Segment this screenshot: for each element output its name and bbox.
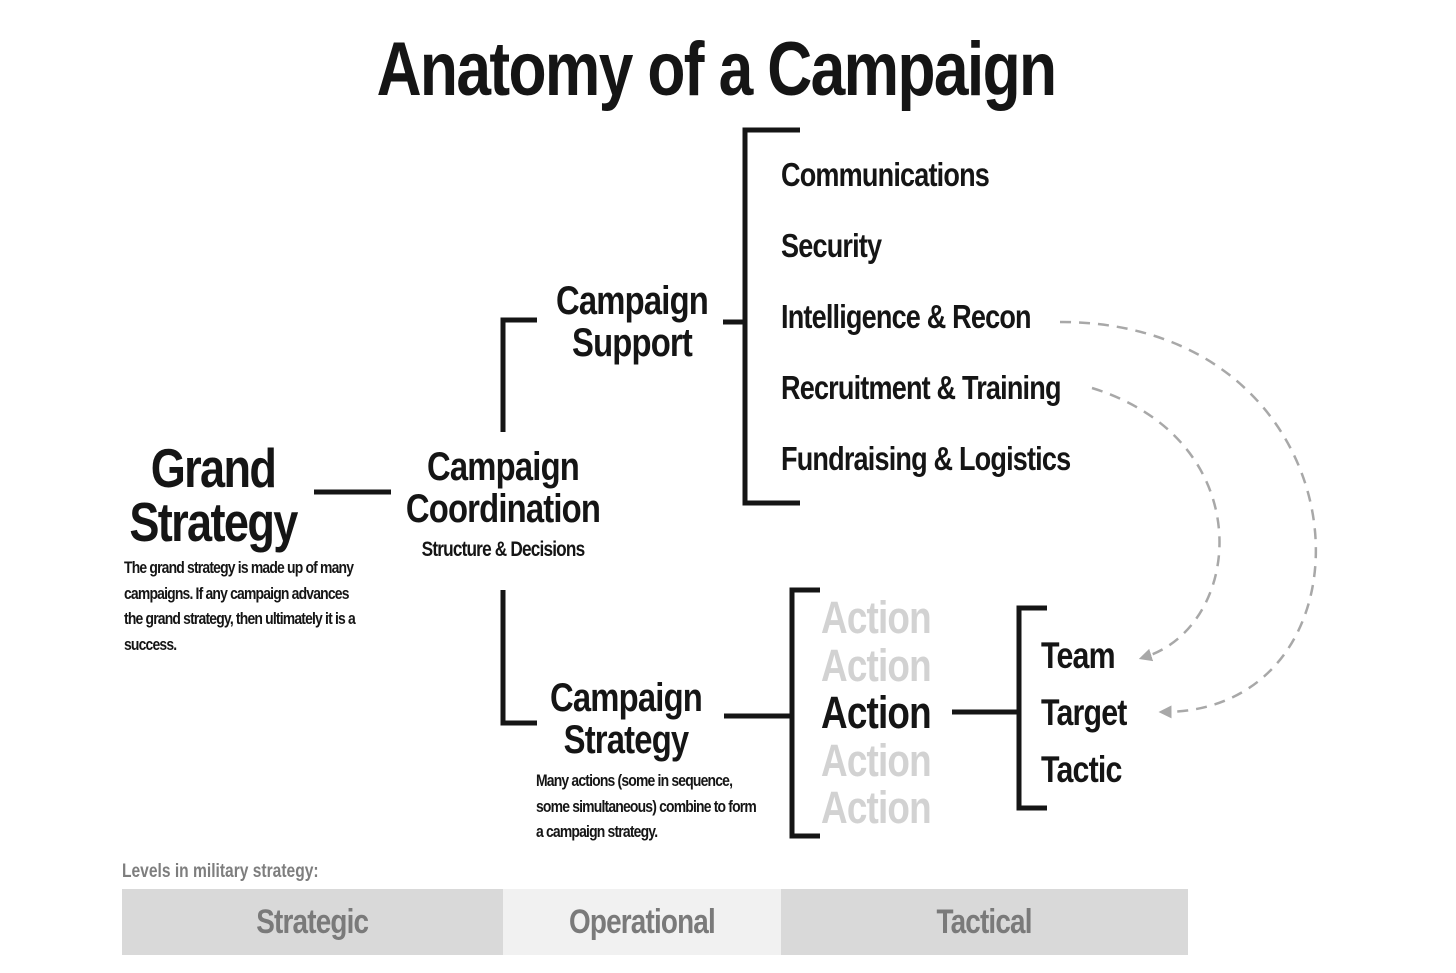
levels-label: Levels in military strategy: xyxy=(122,861,319,882)
grand-strategy-line1: Grand xyxy=(150,437,277,499)
intel-to-target-dashed-arrow xyxy=(1059,320,1318,719)
actions-list: Action Action Action Action Action xyxy=(821,592,932,833)
action-item: Action xyxy=(821,639,932,691)
action-components-list: Team Target Tactic xyxy=(1041,627,1127,798)
components-bracket xyxy=(1016,605,1047,811)
campaign-strategy-description: Many actions (some in sequence, some sim… xyxy=(536,771,757,841)
level-band-strategic: Strategic xyxy=(122,889,503,955)
action-item: Action xyxy=(821,782,932,833)
action-item: Action xyxy=(821,592,932,643)
support-item-communications: Communications xyxy=(781,156,990,193)
campaign-strategy-line2: Strategy xyxy=(563,718,690,762)
support-item-recruitment: Recruitment & Training xyxy=(781,369,1061,406)
support-item-fundraising: Fundraising & Logistics xyxy=(781,440,1071,477)
component-team: Team xyxy=(1041,635,1116,676)
support-item-security: Security xyxy=(781,227,882,264)
campaign-support-line2: Support xyxy=(572,321,693,365)
campaign-support-line1: Campaign xyxy=(556,279,709,323)
campaign-coordination-subtitle: Structure & Decisions xyxy=(421,538,586,561)
component-target: Target xyxy=(1041,692,1127,733)
action-item-active: Action xyxy=(821,687,932,738)
recruitment-to-team-dashed-arrow xyxy=(1091,386,1221,662)
coordination-to-strategy-bracket xyxy=(500,590,537,726)
level-band-tactical: Tactical xyxy=(781,889,1188,955)
campaign-coordination-heading: Campaign Coordination xyxy=(405,445,601,531)
support-item-intelligence: Intelligence & Recon xyxy=(781,298,1032,335)
campaign-support-heading: Campaign Support xyxy=(556,279,709,365)
action-item: Action xyxy=(821,734,932,786)
grand-strategy-line2: Strategy xyxy=(129,491,298,553)
level-band-operational: Operational xyxy=(503,889,781,955)
campaign-coordination-line2: Coordination xyxy=(405,487,601,531)
page-title: Anatomy of a Campaign xyxy=(376,27,1058,112)
grand-strategy-description: The grand strategy is made up of many ca… xyxy=(124,558,356,654)
coordination-to-support-bracket xyxy=(500,317,537,432)
campaign-strategy-line1: Campaign xyxy=(550,676,703,720)
component-tactic: Tactic xyxy=(1041,749,1122,790)
campaign-coordination-line1: Campaign xyxy=(427,445,580,489)
support-items-bracket xyxy=(742,127,800,506)
actions-bracket xyxy=(789,587,820,839)
campaign-strategy-heading: Campaign Strategy xyxy=(550,676,703,762)
grand-strategy-heading: Grand Strategy xyxy=(129,437,298,553)
level-band-label: Operational xyxy=(569,902,716,941)
level-band-label: Strategic xyxy=(256,902,370,941)
level-band-label: Tactical xyxy=(936,902,1033,941)
